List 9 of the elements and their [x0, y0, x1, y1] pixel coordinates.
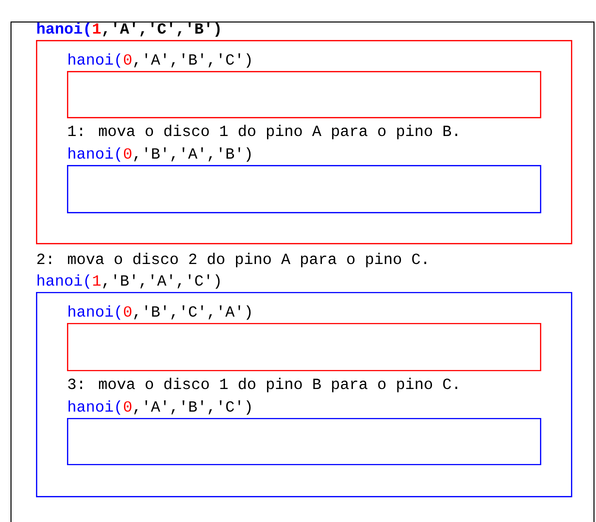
call-label: hanoi(0,'A','B','C') [68, 53, 251, 68]
call-label: hanoi(0,'A','B','C') [68, 400, 251, 415]
call-label: hanoi(1,'A','C','B') [37, 22, 220, 37]
step-text: 3: mova o disco 1 do pino B para o pino C. [68, 378, 458, 392]
call-label: hanoi(0,'B','C','A') [68, 305, 251, 320]
call-label: hanoi(0,'B','A','B') [68, 147, 251, 162]
step-text: 1: mova o disco 1 do pino A para o pino B. [68, 124, 458, 140]
call-label: hanoi(1,'B','A','C') [38, 274, 220, 289]
step-text: 2: mova o disco 2 do pino A para o pino C. [37, 252, 426, 268]
